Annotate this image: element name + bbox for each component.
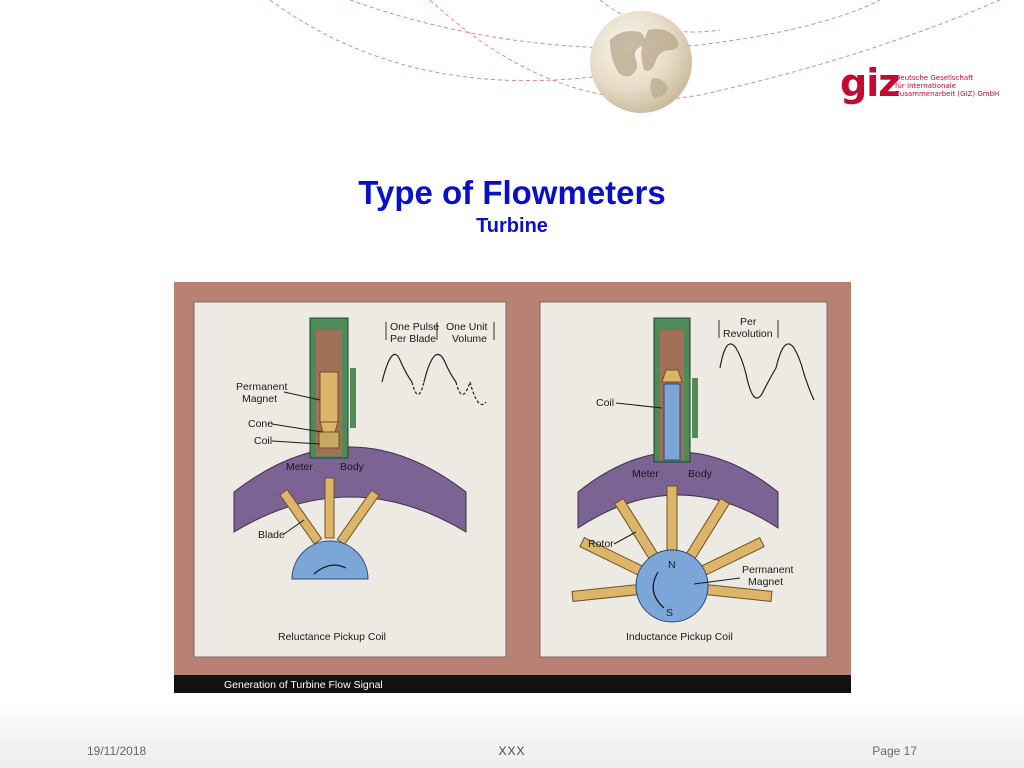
- logo-line: Deutsche Gesellschaft: [895, 74, 974, 82]
- leader-line: [615, 402, 663, 409]
- label-blade: Blade: [258, 529, 285, 541]
- thread: [692, 378, 698, 438]
- right-panel: Per Revolution Coil Meter Body Rotor Per…: [539, 301, 828, 658]
- waveform-dashed: [411, 381, 487, 406]
- waveform-label: Volume: [452, 333, 487, 345]
- leader-line: [271, 440, 321, 445]
- left-panel-title: Reluctance Pickup Coil: [278, 631, 386, 643]
- turbine-flowmeter-diagram: Generation of Turbine Flow Signal: [174, 282, 851, 693]
- left-panel: One Pulse Per Blade One Unit Volume Perm…: [193, 301, 507, 658]
- label-south: S: [666, 607, 673, 619]
- waveform-label: Per Blade: [390, 333, 436, 345]
- leader-line: [693, 577, 741, 585]
- header-decoration: [269, 0, 1001, 113]
- label-magnet: Magnet: [242, 393, 277, 405]
- label-meter: Meter: [632, 468, 659, 480]
- giz-logo: giz Deutsche Gesellschaft für Internatio…: [840, 62, 1000, 112]
- leader-line: [613, 531, 637, 545]
- waveform-solid: [719, 343, 805, 375]
- rotation-arrow-icon: [313, 564, 347, 575]
- page-number: Page 17: [872, 744, 917, 758]
- dashed-arc: [269, 0, 641, 82]
- rotor-hub: [291, 540, 369, 580]
- leader-line: [283, 519, 305, 535]
- waveform-label: Per: [740, 316, 757, 328]
- waveform-label: One Unit: [446, 321, 488, 333]
- waveform-dashed: [745, 367, 815, 401]
- label-cone: Cone: [248, 418, 273, 430]
- coil-cap: [661, 369, 683, 383]
- rotor: [571, 485, 773, 623]
- label-permanent: Permanent: [742, 564, 793, 576]
- label-coil: Coil: [254, 435, 272, 447]
- globe-icon: [590, 11, 692, 113]
- label-permanent: Permanent: [236, 381, 287, 393]
- label-body: Body: [688, 468, 713, 480]
- caption-bar: [174, 675, 851, 693]
- label-rotor: Rotor: [588, 538, 614, 550]
- slide-subtitle: Turbine: [476, 215, 548, 237]
- logo-mark: giz: [840, 61, 900, 105]
- dashed-arc: [429, 0, 1001, 100]
- waveform-label: One Pulse: [390, 321, 439, 333]
- label-magnet: Magnet: [748, 576, 783, 588]
- right-panel-title: Inductance Pickup Coil: [626, 631, 733, 643]
- thread: [350, 368, 356, 428]
- footer-date: 19/11/2018: [87, 744, 147, 758]
- rotor-hub: [635, 549, 709, 623]
- logo-text: Deutsche Gesellschaft für Internationale…: [895, 74, 1005, 98]
- dashed-arc: [349, 0, 881, 49]
- waveform-label: Revolution: [723, 328, 773, 340]
- footer-center-text: XXX: [498, 744, 526, 758]
- logo-line: für Internationale: [895, 82, 956, 90]
- coil: [318, 431, 340, 449]
- blade: [336, 489, 380, 546]
- label-body: Body: [340, 461, 365, 473]
- dashed-arc: [599, 0, 721, 33]
- waveform-solid: [381, 354, 457, 383]
- leader-line: [283, 391, 321, 401]
- label-north: N: [668, 559, 676, 571]
- logo-line: Zusammenarbeit (GIZ) GmbH: [895, 90, 1000, 98]
- blade: [279, 488, 323, 545]
- leader-line: [271, 423, 323, 433]
- footer-bar: [0, 700, 1024, 768]
- meter-body: [577, 451, 779, 529]
- slide-title: Type of Flowmeters: [358, 174, 666, 211]
- diagram-caption: Generation of Turbine Flow Signal: [224, 679, 383, 691]
- label-meter: Meter: [286, 461, 313, 473]
- rotation-arrow-icon: [652, 571, 665, 609]
- permanent-magnet: [319, 371, 339, 423]
- coil-core: [663, 383, 681, 461]
- label-coil: Coil: [596, 397, 614, 409]
- blade: [324, 477, 335, 539]
